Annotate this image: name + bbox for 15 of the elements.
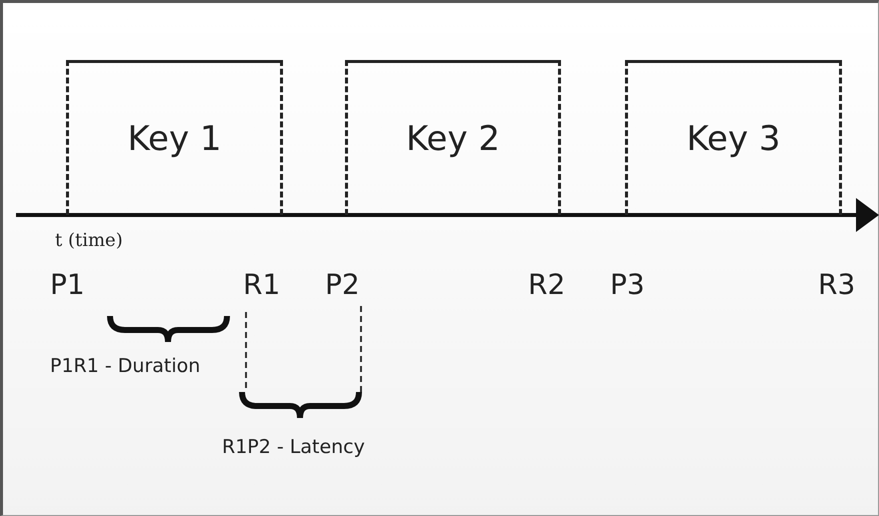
interval-label: R1P2 - Latency [222, 436, 365, 458]
event-label: R3 [818, 268, 856, 301]
key-press-box [625, 60, 842, 215]
event-label: P3 [610, 268, 645, 301]
key-label: Key 2 [406, 119, 500, 159]
interval-label: P1R1 - Duration [50, 355, 200, 377]
key-press-box [345, 60, 561, 215]
event-label: P1 [50, 268, 85, 301]
event-label: P2 [325, 268, 360, 301]
key-press-box [66, 60, 283, 215]
time-axis-label: t (time) [55, 230, 123, 251]
key-label: Key 1 [127, 119, 222, 159]
event-label: R2 [528, 268, 566, 301]
event-label: R1 [243, 268, 280, 301]
key-label: Key 3 [686, 119, 781, 159]
